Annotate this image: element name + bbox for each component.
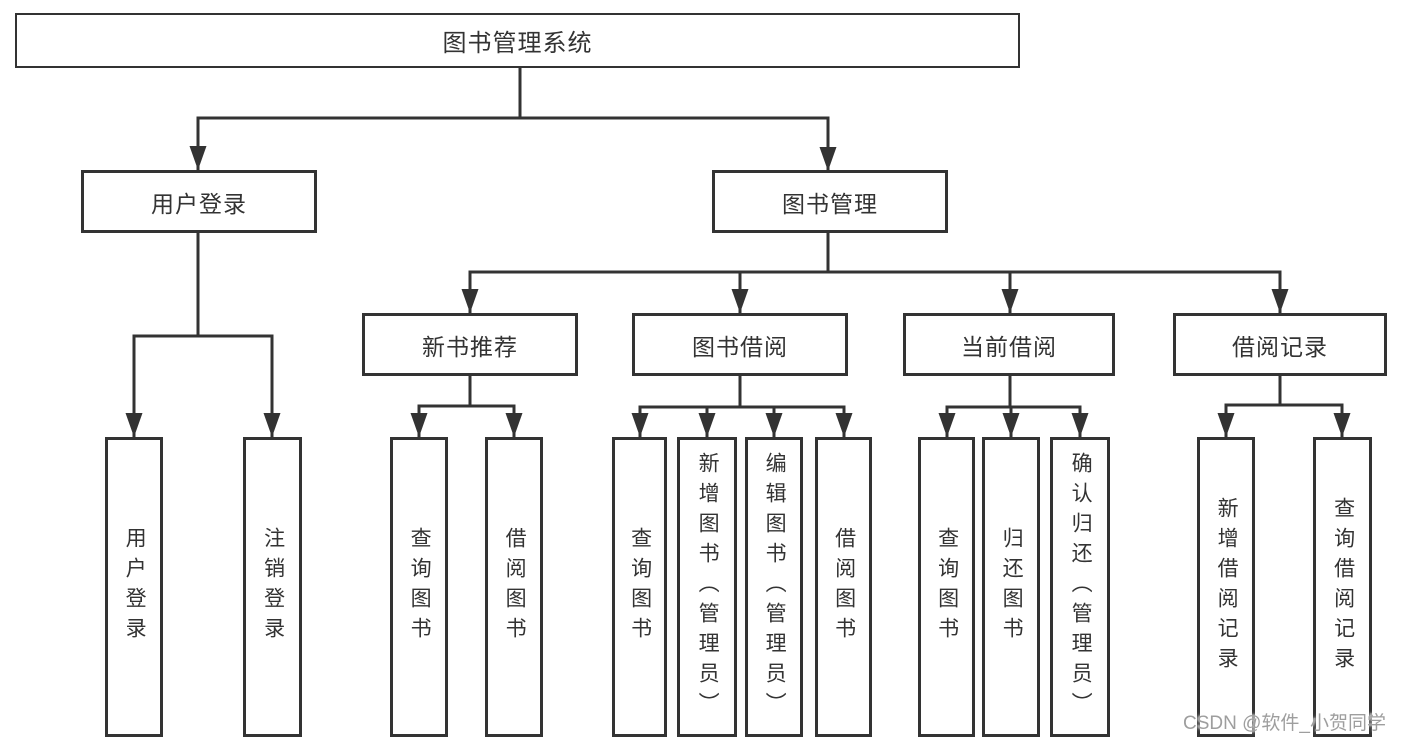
leaf-query-books-3: 查询图书 <box>918 437 975 737</box>
node-label: 借阅记录 <box>1232 333 1328 360</box>
node-label: 当前借阅 <box>961 333 1057 360</box>
node-label: 用户登录 <box>123 527 147 647</box>
leaf-add-borrow-record: 新增借阅记录 <box>1197 437 1255 737</box>
csdn-watermark: CSDN @软件_小贺同学 <box>1183 713 1386 734</box>
node-label: 新书推荐 <box>422 333 518 360</box>
connector-arrows <box>125 118 1351 437</box>
leaf-borrow-books-2: 借阅图书 <box>815 437 872 737</box>
node-label: 注销登录 <box>261 527 285 647</box>
node-user-login: 用户登录 <box>81 170 317 233</box>
node-label: 新增图书（管理员） <box>696 452 720 722</box>
node-label: 新增借阅记录 <box>1215 497 1239 677</box>
node-book-borrowing: 图书借阅 <box>632 313 848 376</box>
node-label: 编辑图书（管理员） <box>763 452 787 722</box>
leaf-edit-books-admin: 编辑图书（管理员） <box>745 437 803 737</box>
node-label: 图书管理 <box>782 190 878 217</box>
node-label: 确认归还（管理员） <box>1069 452 1093 722</box>
node-new-book-recommend: 新书推荐 <box>362 313 578 376</box>
leaf-query-books-1: 查询图书 <box>390 437 448 737</box>
connector-skeleton <box>132 66 1344 409</box>
leaf-query-books-2: 查询图书 <box>612 437 667 737</box>
node-label: 查询图书 <box>935 527 959 647</box>
node-label: 图书管理系统 <box>442 30 593 57</box>
leaf-add-books-admin: 新增图书（管理员） <box>677 437 737 737</box>
leaf-return-books: 归还图书 <box>982 437 1040 737</box>
node-label: 图书借阅 <box>692 333 788 360</box>
leaf-borrow-books-1: 借阅图书 <box>485 437 543 737</box>
node-label: 用户登录 <box>151 190 247 217</box>
node-label: 借阅图书 <box>832 527 856 647</box>
node-borrowing-records: 借阅记录 <box>1173 313 1387 376</box>
node-library-management-system: 图书管理系统 <box>15 13 1020 68</box>
node-label: 查询图书 <box>628 527 652 647</box>
leaf-query-borrow-record: 查询借阅记录 <box>1313 437 1372 737</box>
leaf-user-login: 用户登录 <box>105 437 163 737</box>
node-label: 借阅图书 <box>503 527 527 647</box>
node-label: 归还图书 <box>1000 527 1024 647</box>
node-label: 查询借阅记录 <box>1331 497 1355 677</box>
node-book-management: 图书管理 <box>712 170 948 233</box>
node-current-borrowing: 当前借阅 <box>903 313 1115 376</box>
leaf-confirm-return-admin: 确认归还（管理员） <box>1050 437 1110 737</box>
leaf-logout: 注销登录 <box>243 437 302 737</box>
node-label: 查询图书 <box>408 527 432 647</box>
